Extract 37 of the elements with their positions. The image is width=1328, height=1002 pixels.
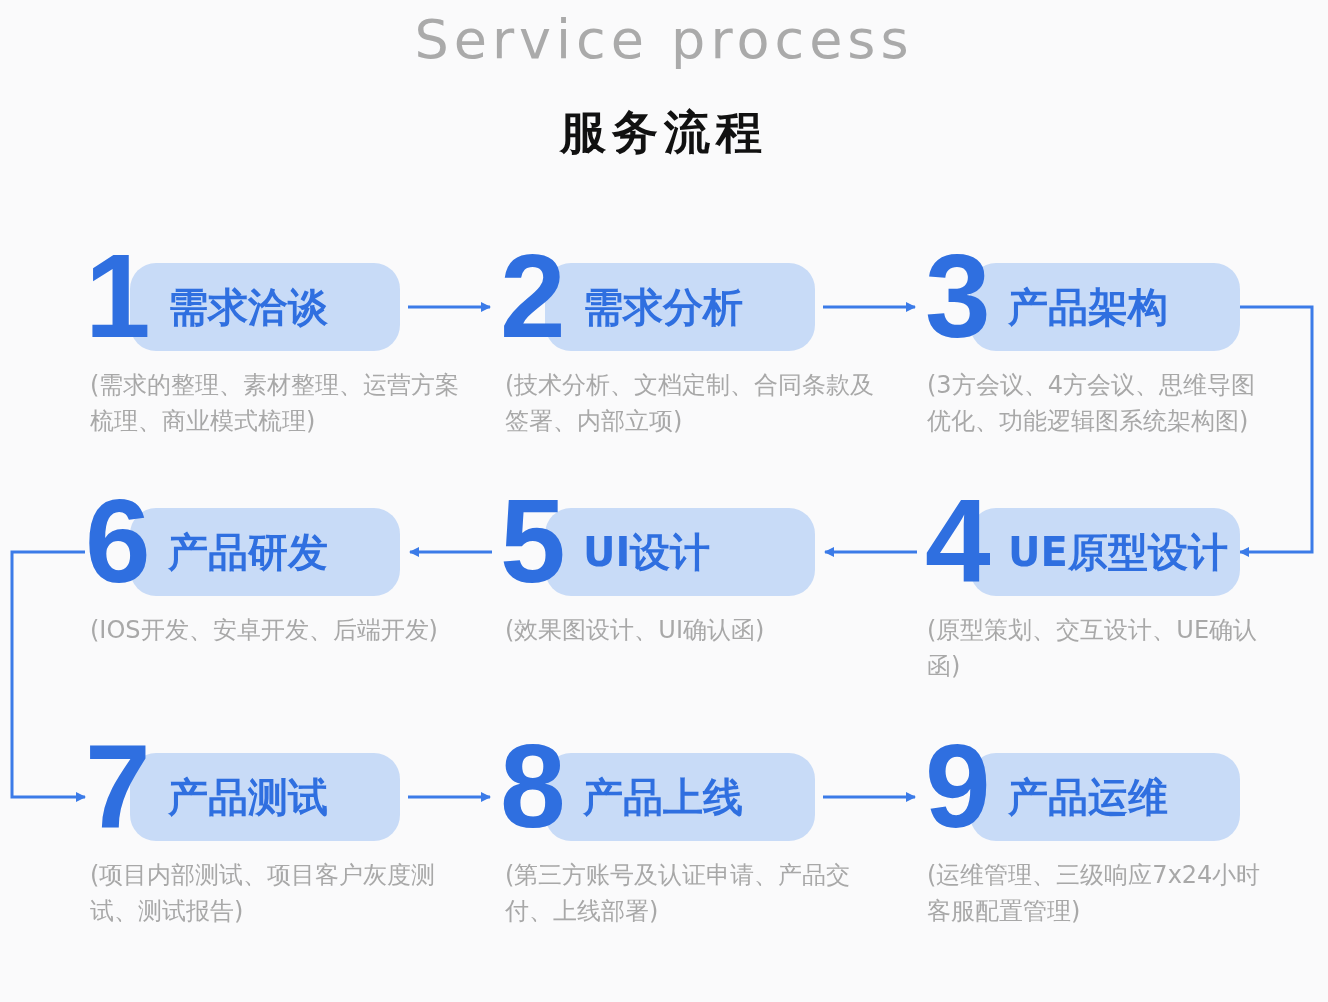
step-description: (3方会议、4方会议、思维导图优化、功能逻辑图系统架构图): [927, 370, 1256, 437]
arrow: [823, 302, 916, 312]
step-description: (第三方账号及认证申请、产品交付、上线部署): [505, 860, 852, 927]
step-title: 产品研发: [168, 528, 328, 576]
step-title: UI设计: [583, 528, 711, 576]
step-number: 5: [500, 482, 566, 600]
step-number: 6: [85, 482, 151, 600]
step-number: 2: [500, 237, 566, 355]
arrow: [408, 302, 491, 312]
step-number: 1: [85, 237, 151, 355]
step-title: 需求分析: [583, 283, 743, 331]
step-number: 4: [925, 482, 991, 600]
diagram-title: Service process: [413, 8, 915, 71]
arrow: [408, 792, 491, 802]
step-description: (运维管理、三级响应7x24小时客服配置管理): [927, 860, 1262, 927]
step-description: (技术分析、文档定制、合同条款及签署、内部立项): [505, 370, 876, 437]
step-title: 产品测试: [168, 773, 328, 821]
step-number: 9: [925, 727, 991, 845]
step-number: 8: [500, 727, 566, 845]
step-description: (项目内部测试、项目客户灰度测试、测试报告): [90, 860, 437, 927]
step-title: UE原型设计: [1008, 528, 1228, 576]
arrow: [1239, 305, 1314, 557]
step-title: 产品架构: [1008, 283, 1168, 331]
subtitle: 服务流程: [558, 104, 769, 161]
step-title: 需求洽谈: [168, 283, 328, 331]
step-title: 产品运维: [1008, 773, 1168, 821]
step-description: (需求的整理、素材整理、运营方案梳理、商业模式梳理): [90, 370, 461, 437]
step-number: 3: [925, 237, 991, 355]
arrow: [409, 547, 492, 557]
step-number: 7: [85, 727, 151, 845]
step-title: 产品上线: [583, 773, 743, 821]
arrow: [10, 550, 86, 802]
step-description: (效果图设计、UI确认函): [505, 615, 766, 646]
arrow: [823, 792, 916, 802]
step-description: (原型策划、交互设计、UE确认函): [927, 615, 1259, 682]
step-description: (IOS开发、安卓开发、后端开发): [90, 615, 439, 646]
arrow: [824, 547, 917, 557]
